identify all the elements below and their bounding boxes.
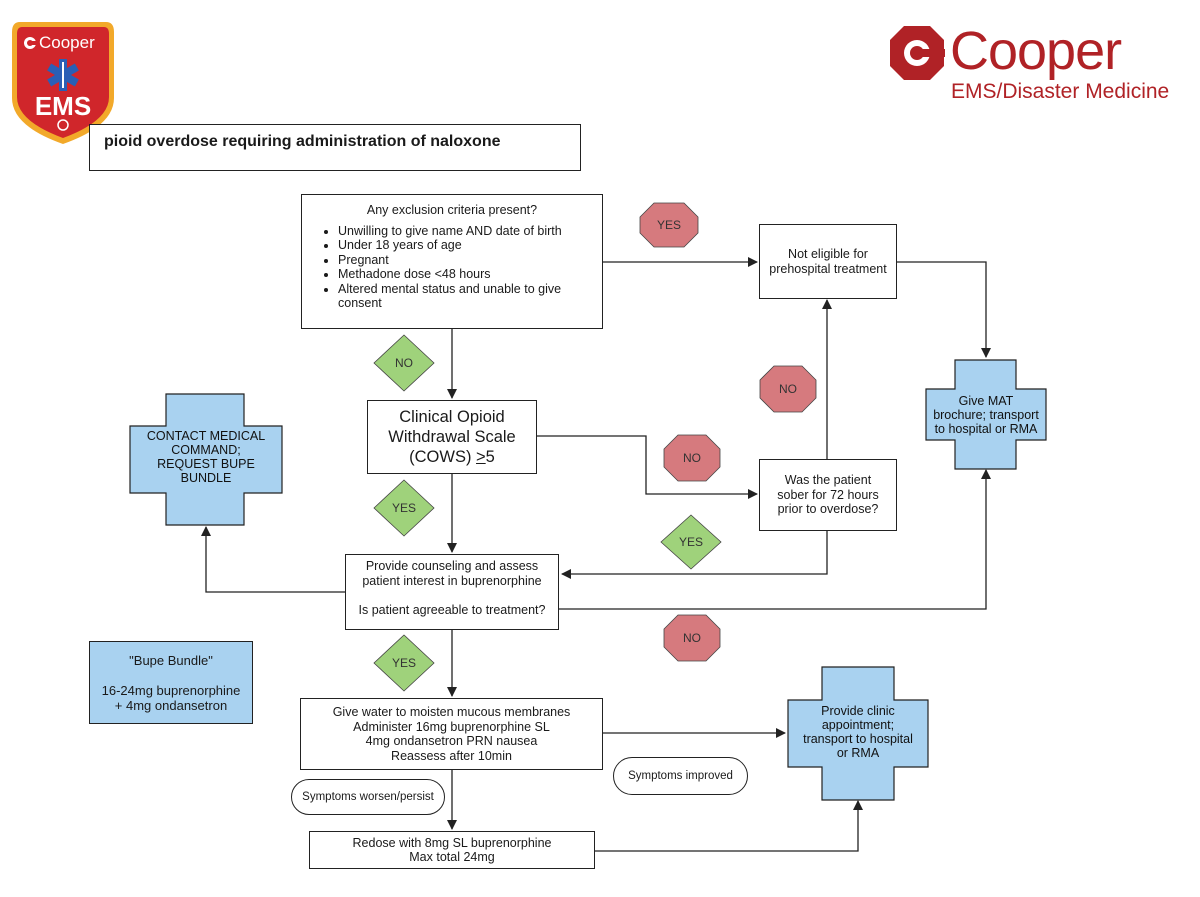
sober-question-box: Was the patient sober for 72 hours prior… bbox=[759, 459, 897, 531]
exclusion-question: Any exclusion criteria present? bbox=[366, 203, 538, 217]
not-eligible-line1: Not eligible for bbox=[788, 247, 868, 261]
arrow-counsel-to-contact bbox=[201, 526, 346, 593]
contact-line4: BUNDLE bbox=[180, 471, 232, 485]
clinic-line4: or RMA bbox=[836, 745, 880, 760]
cows-line2: Withdrawal Scale bbox=[388, 428, 516, 446]
label-yes-counsel: YES bbox=[391, 656, 416, 670]
arrow-redose-to-clinic bbox=[594, 800, 863, 852]
counsel-line2: patient interest in buprenorphine bbox=[362, 573, 542, 588]
brand-subtitle: EMS/Disaster Medicine bbox=[951, 80, 1170, 103]
give-water-box: Give water to moisten mucous membranes A… bbox=[300, 698, 603, 770]
bundle-line2: + 4mg ondansetron bbox=[114, 697, 228, 713]
clinic-cross-shape bbox=[787, 666, 929, 801]
not-eligible-line2: prehospital treatment bbox=[769, 261, 887, 276]
page-title: pioid overdose requiring administration … bbox=[104, 133, 501, 150]
clinic-line1: Provide clinic bbox=[821, 703, 895, 718]
yes-diamond-shape bbox=[373, 634, 435, 692]
exclusion-item: Pregnant bbox=[338, 253, 596, 268]
no-octagon-shape bbox=[663, 614, 721, 662]
label-no-right: NO bbox=[779, 382, 797, 396]
label-yes-top: YES bbox=[656, 218, 681, 232]
give-water-line1: Give water to moisten mucous membranes bbox=[332, 705, 571, 719]
yes-octagon-shape bbox=[639, 202, 699, 248]
exclusion-item: Unwilling to give name AND date of birth bbox=[338, 224, 596, 239]
label-no-counsel: NO bbox=[683, 631, 701, 645]
badge-letters: EMS bbox=[34, 91, 92, 121]
label-yes-sober: YES bbox=[678, 535, 703, 549]
yes-diamond-shape bbox=[373, 479, 435, 537]
no-octagon-shape bbox=[759, 365, 817, 413]
give-mat-cross-shape bbox=[925, 359, 1047, 470]
cooper-ems-badge-logo: Cooper EMS bbox=[10, 18, 116, 146]
arrow-sober-to-counsel bbox=[561, 530, 828, 579]
cooper-brand-logo: Cooper EMS/Disaster Medicine bbox=[888, 21, 1193, 104]
give-water-line3: 4mg ondansetron PRN nausea bbox=[365, 734, 538, 748]
exclusion-criteria-box: Any exclusion criteria present? Unwillin… bbox=[301, 194, 603, 329]
counseling-box: Provide counseling and assess patient in… bbox=[345, 554, 559, 630]
label-no-exclusion: NO bbox=[395, 356, 413, 370]
cooper-c-icon bbox=[890, 26, 945, 80]
redose-line2: Max total 24mg bbox=[409, 850, 495, 864]
give-mat-line1: Give MAT bbox=[958, 393, 1014, 408]
no-octagon-shape bbox=[663, 434, 721, 482]
contact-line1: CONTACT MEDICAL bbox=[146, 429, 266, 443]
contact-line2: COMMAND; bbox=[171, 443, 241, 457]
counsel-line3: Is patient agreeable to treatment? bbox=[358, 603, 546, 617]
label-no-mid: NO bbox=[683, 451, 701, 465]
bundle-line1: 16-24mg buprenorphine bbox=[101, 682, 241, 698]
symptoms-improved-pill: Symptoms improved bbox=[613, 757, 748, 795]
no-diamond-shape bbox=[373, 334, 435, 392]
give-mat-line2: brochure; transport bbox=[933, 407, 1039, 422]
clinic-line2: appointment; bbox=[821, 717, 895, 732]
page-title-box: pioid overdose requiring administration … bbox=[89, 124, 581, 171]
redose-box: Redose with 8mg SL buprenorphine Max tot… bbox=[309, 831, 595, 869]
bupe-bundle-box: "Bupe Bundle" 16-24mg buprenorphine + 4m… bbox=[89, 641, 253, 724]
yes-diamond-shape bbox=[660, 514, 722, 570]
give-mat-line3: to hospital or RMA bbox=[934, 421, 1038, 436]
clinic-line3: transport to hospital bbox=[803, 731, 913, 746]
contact-cross-shape bbox=[129, 393, 283, 526]
cows-line1: Clinical Opioid bbox=[399, 408, 505, 426]
clinic-text: Provide clinic appointment; transport to… bbox=[787, 666, 929, 797]
badge-word: Cooper bbox=[39, 33, 95, 52]
symptoms-worsen-pill: Symptoms worsen/persist bbox=[291, 779, 445, 815]
cows-gte-symbol: > bbox=[476, 448, 486, 466]
brand-name: Cooper bbox=[950, 21, 1122, 81]
cows-line3-suffix: 5 bbox=[485, 448, 495, 466]
give-water-line2: Administer 16mg buprenorphine SL bbox=[353, 719, 550, 734]
counsel-line1: Provide counseling and assess bbox=[365, 559, 539, 573]
exclusion-item: Altered mental status and unable to give… bbox=[338, 282, 596, 311]
label-yes-cows: YES bbox=[391, 501, 416, 515]
contact-text: CONTACT MEDICAL COMMAND; REQUEST BUPE BU… bbox=[129, 393, 283, 521]
exclusion-item: Under 18 years of age bbox=[338, 238, 596, 253]
sober-line3: prior to overdose? bbox=[777, 502, 879, 517]
exclusion-list: Unwilling to give name AND date of birth… bbox=[308, 224, 596, 311]
ems-badge-icon bbox=[12, 22, 114, 144]
exclusion-item: Methadone dose <48 hours bbox=[338, 267, 596, 282]
cows-box: Clinical Opioid Withdrawal Scale (COWS) … bbox=[367, 400, 537, 474]
cows-line3-prefix: (COWS) bbox=[409, 448, 477, 466]
cows-line3: (COWS) >5 bbox=[409, 447, 495, 467]
give-water-line4: Reassess after 10min bbox=[391, 748, 512, 763]
sober-line1: Was the patient bbox=[784, 473, 872, 488]
bundle-title: "Bupe Bundle" bbox=[129, 652, 213, 668]
arrow-not-eligible-to-mat bbox=[897, 261, 991, 358]
redose-line1: Redose with 8mg SL buprenorphine bbox=[352, 835, 552, 850]
contact-line3: REQUEST BUPE bbox=[157, 457, 255, 471]
arrow-counsel-to-mat bbox=[558, 469, 991, 610]
sober-line2: sober for 72 hours bbox=[777, 487, 879, 502]
give-mat-text: Give MAT brochure; transport to hospital… bbox=[925, 359, 1047, 470]
not-eligible-box: Not eligible for prehospital treatment bbox=[759, 224, 897, 299]
arrow-cows-to-sober bbox=[536, 435, 758, 499]
